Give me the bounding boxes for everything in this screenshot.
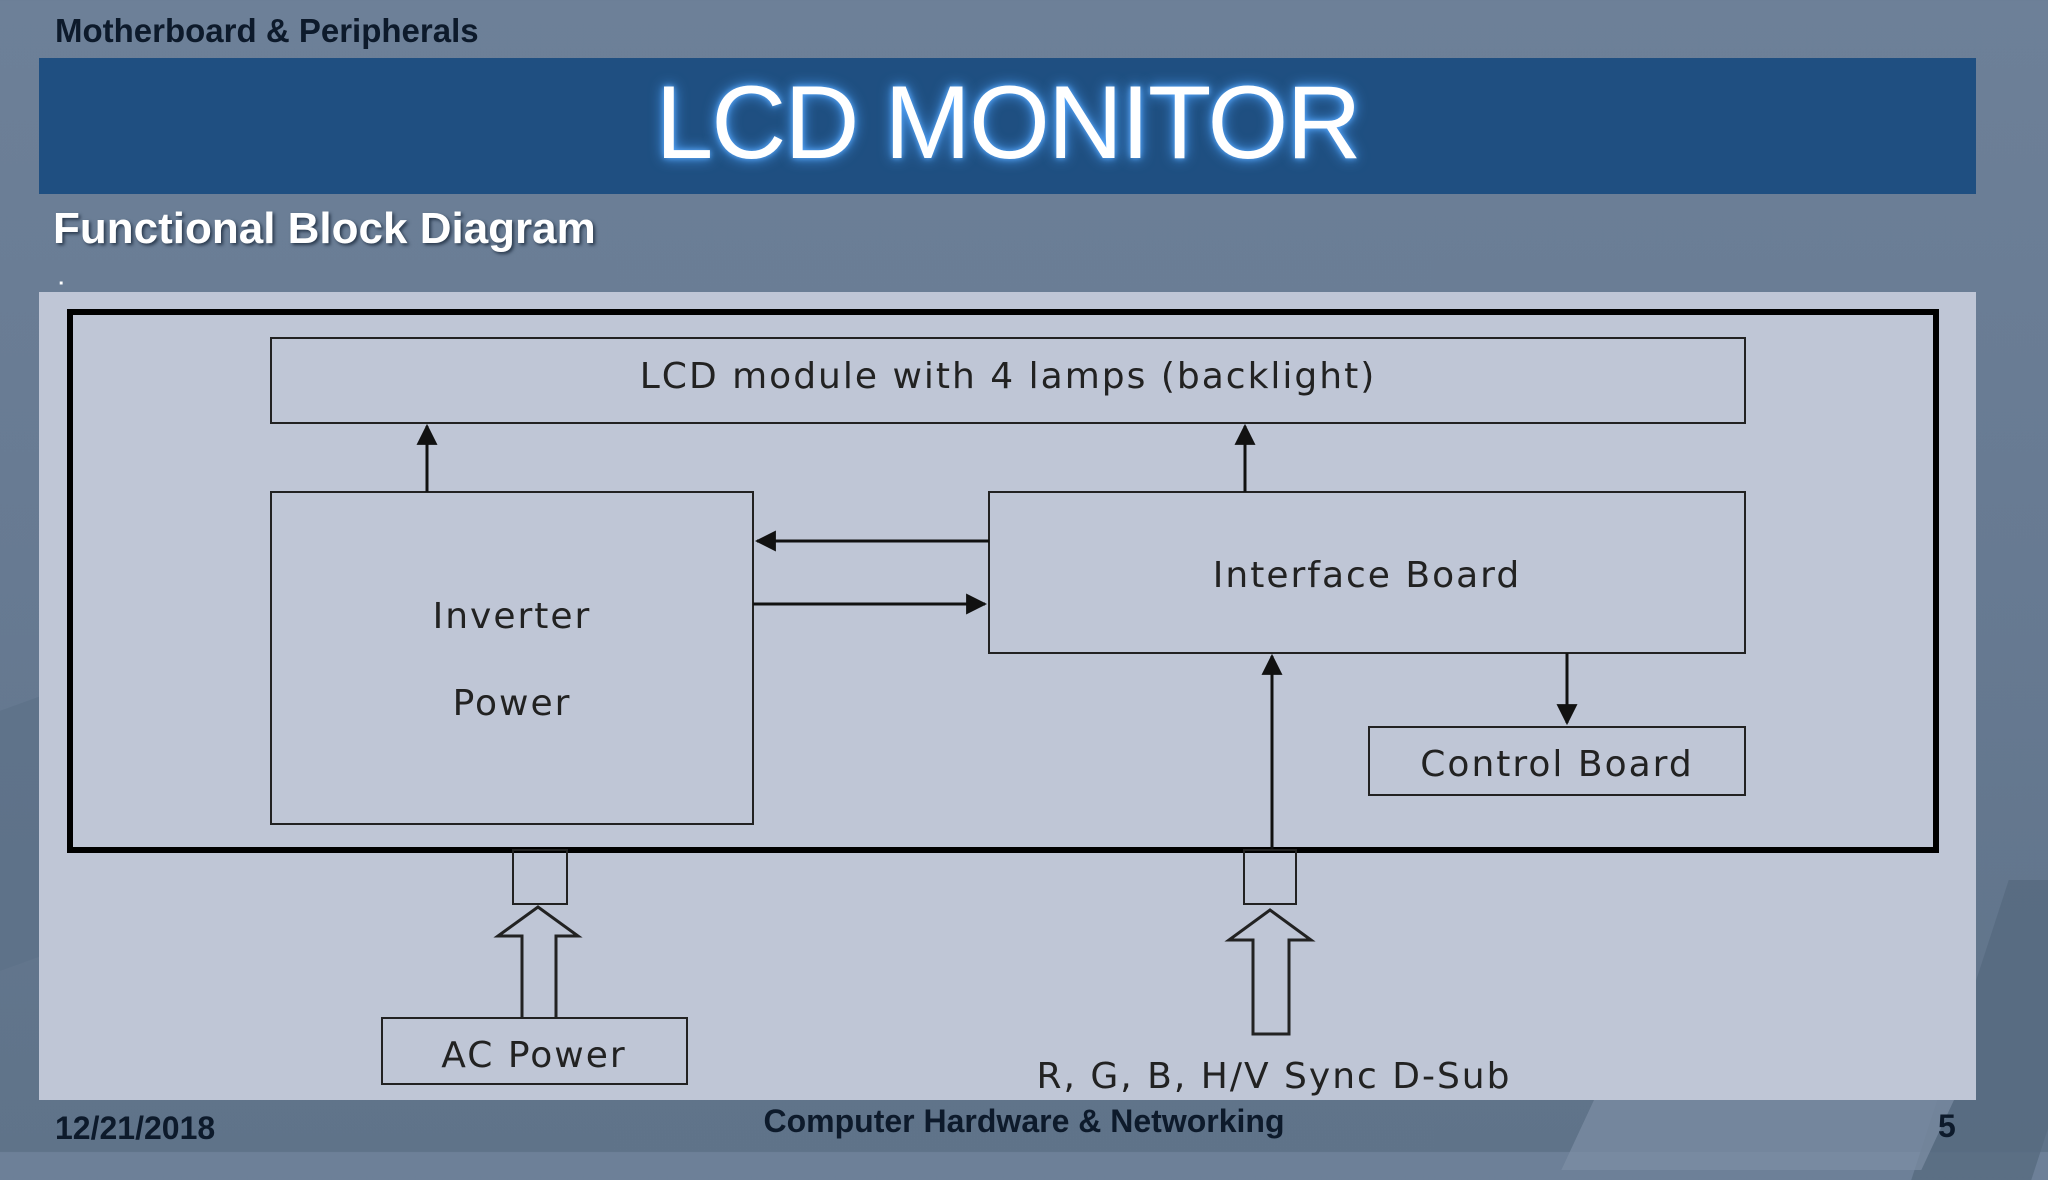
power-label: Power xyxy=(453,683,572,724)
signal-input-label: R, G, B, H/V Sync D-Sub xyxy=(1037,1056,1512,1097)
monitor-enclosure xyxy=(67,309,1939,853)
interface-board-label: Interface Board xyxy=(1213,555,1521,596)
control-board-box xyxy=(1368,726,1746,796)
dsub-connector xyxy=(1243,849,1297,905)
ac-power-input-arrow xyxy=(493,905,583,1018)
power-connector xyxy=(512,849,568,905)
lcd-module-box xyxy=(270,337,1746,424)
interface-board-box xyxy=(988,491,1746,654)
signal-input-arrow xyxy=(1224,908,1316,1036)
slide-topic: Motherboard & Peripherals xyxy=(55,12,479,49)
page-number: 5 xyxy=(1938,1108,1956,1144)
subtitle-mark: : xyxy=(57,271,66,304)
slide-footer: Computer Hardware & Networking xyxy=(763,1103,1285,1139)
slide-subtitle: Functional Block Diagram xyxy=(53,204,596,253)
title-banner: LCD MONITOR xyxy=(39,58,1976,194)
ac-power-box xyxy=(381,1017,688,1085)
inverter-box xyxy=(270,491,754,825)
diagram-panel xyxy=(39,292,1976,1100)
ac-power-label: AC Power xyxy=(441,1035,626,1076)
slide-date: 12/21/2018 xyxy=(55,1110,216,1146)
lcd-module-label: LCD module with 4 lamps (backlight) xyxy=(640,356,1377,397)
block-diagram: LCD module with 4 lamps (backlight) Inve… xyxy=(67,309,1939,1097)
control-board-label: Control Board xyxy=(1420,744,1693,785)
inverter-label: Inverter xyxy=(433,596,592,637)
slide-title: LCD MONITOR xyxy=(655,65,1361,181)
